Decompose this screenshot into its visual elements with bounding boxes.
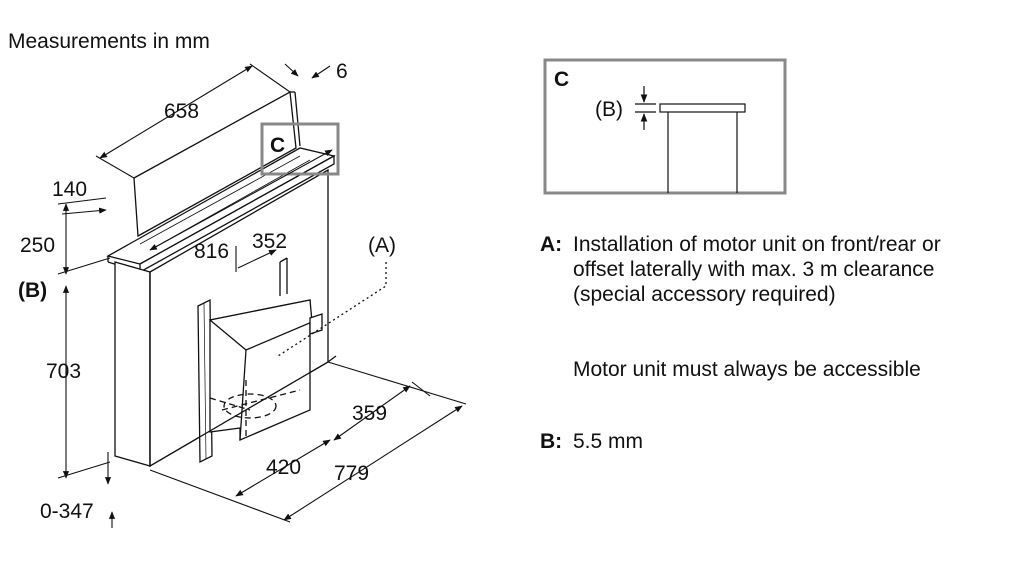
measurements-title: Measurements in mm: [8, 30, 210, 53]
dim-359: 359: [352, 402, 387, 425]
dim-b-label: (B): [18, 279, 47, 302]
appliance-drawing: [106, 90, 387, 468]
legend-motor-note: Motor unit must always be accessible: [573, 357, 1020, 382]
detail-c: C (B): [543, 58, 787, 195]
dimension-lines: [57, 63, 467, 528]
legend-a: A: Installation of motor unit on front/r…: [540, 232, 1010, 307]
detail-b-label: (B): [595, 98, 623, 121]
dim-140: 140: [52, 178, 87, 201]
detail-c-frame: [543, 58, 787, 195]
dim-250: 250: [20, 234, 55, 257]
dim-779: 779: [334, 462, 369, 485]
legend-b-text: 5.5 mm: [573, 430, 644, 453]
callout-a-label: (A): [368, 234, 396, 257]
legend-b: B: 5.5 mm: [540, 429, 1010, 454]
dim-352: 352: [252, 230, 287, 253]
detail-c-title: C: [554, 68, 569, 91]
legend-a-key: A:: [540, 233, 563, 256]
dim-703: 703: [46, 360, 81, 383]
motor-note-text: Motor unit must always be accessible: [573, 358, 921, 381]
callout-c-label: C: [270, 134, 285, 157]
dim-6: 6: [336, 60, 348, 83]
legend-b-key: B:: [540, 430, 563, 453]
dim-658: 658: [164, 100, 199, 123]
dim-420: 420: [266, 456, 301, 479]
dim-816: 816: [194, 240, 229, 263]
dim-0-347: 0-347: [40, 500, 94, 523]
housing-front: [114, 261, 151, 467]
legend-a-text: Installation of motor unit on front/rear…: [573, 233, 941, 306]
